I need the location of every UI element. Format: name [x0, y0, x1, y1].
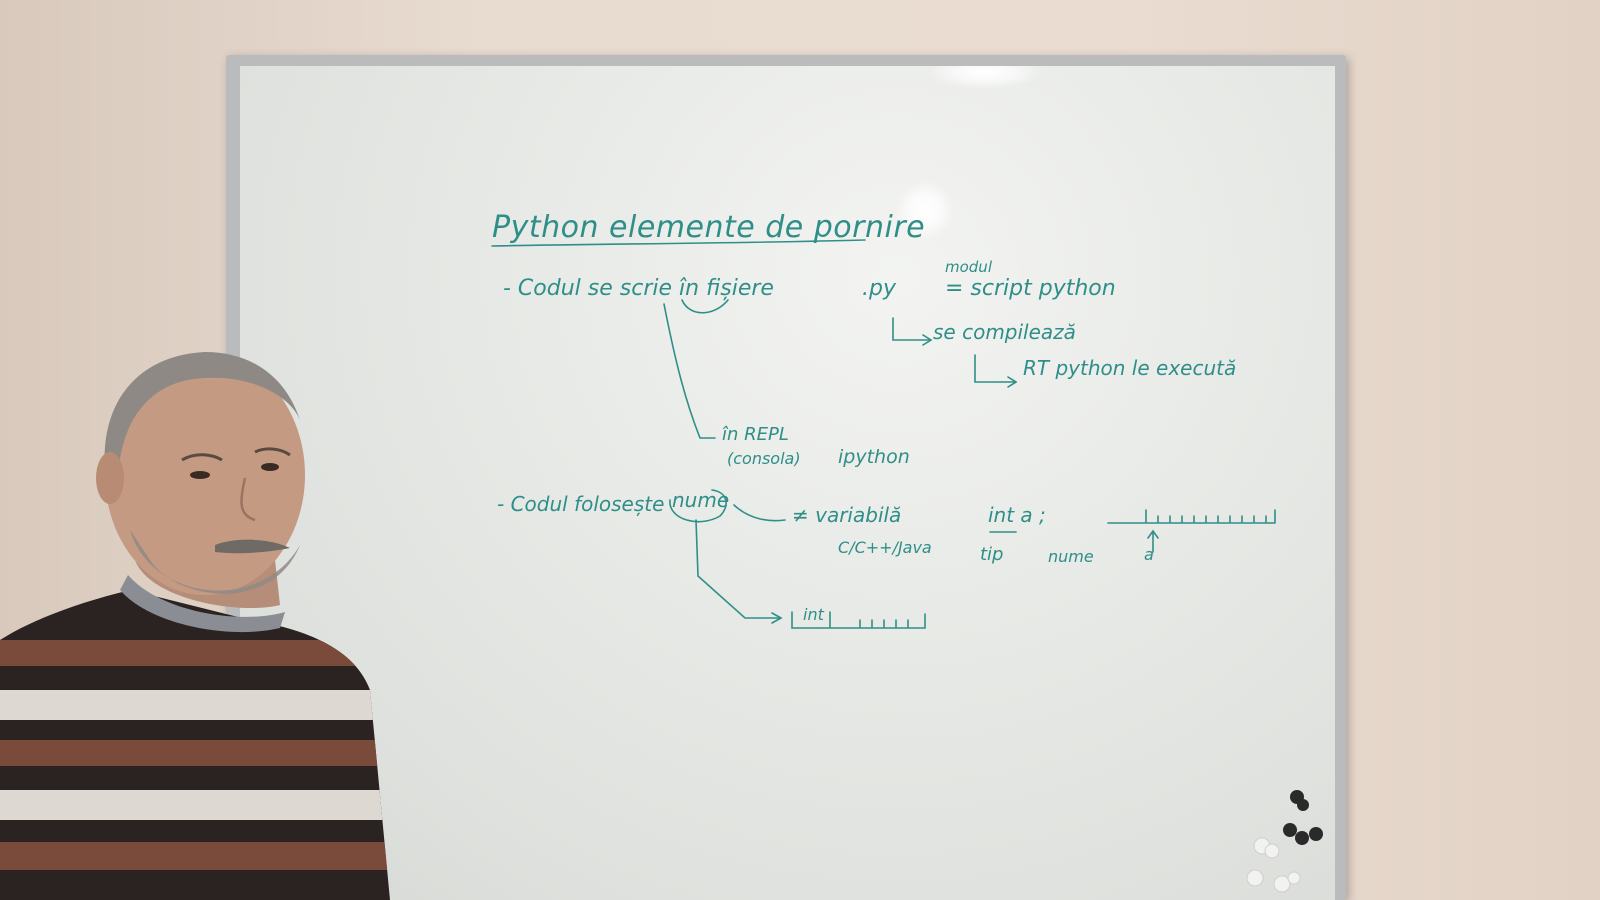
note-line-1: - Codul se scrie în fișiere	[503, 276, 774, 301]
light-glare	[895, 180, 955, 240]
dark-magnets	[1283, 790, 1323, 845]
ear	[96, 452, 124, 504]
note-languages: C/C++/Java	[838, 538, 932, 557]
nose	[240, 477, 256, 522]
arrow-compile-head	[922, 334, 933, 346]
shirt-collar	[120, 575, 285, 633]
curve-se-scrie	[681, 299, 729, 314]
whiteboard-surface	[240, 66, 1335, 900]
hair	[104, 352, 301, 480]
eyebrow-left	[181, 453, 223, 462]
note-ext: .py	[862, 276, 896, 301]
arrow-compile	[892, 317, 931, 341]
note-ipython: ipython	[838, 446, 910, 468]
note-line-2: - Codul folosește	[497, 492, 665, 516]
moustache	[215, 539, 290, 554]
nume-connector	[733, 504, 786, 522]
eyebrow-right	[254, 447, 291, 457]
eye-right	[261, 463, 279, 471]
note-a: a	[1144, 545, 1154, 564]
note-int-box: int	[803, 605, 824, 624]
arrow-rt-head	[1007, 376, 1018, 388]
striped-sweater	[0, 590, 390, 900]
note-repl: în REPL	[722, 424, 789, 445]
note-variabila: ≠ variabilă	[792, 503, 902, 527]
nume-arrow-head	[771, 612, 783, 624]
memory-pointer-arrow	[1147, 529, 1159, 553]
board-title: Python elemente de pornire	[492, 210, 926, 245]
branch-line-repl	[663, 303, 716, 439]
nume-circle	[669, 489, 727, 523]
eye-left	[190, 471, 210, 479]
light-glare	[930, 66, 1040, 88]
arrow-rt	[974, 354, 1016, 383]
memory-strip	[1107, 509, 1276, 524]
note-int-a: int a ;	[988, 503, 1046, 527]
note-consola: (consola)	[727, 449, 801, 468]
nume-down-line	[695, 519, 781, 619]
note-nume-2: nume	[1048, 547, 1094, 566]
int-box-strip	[791, 611, 926, 629]
white-magnets	[1246, 837, 1301, 893]
note-script: = script python	[945, 276, 1116, 301]
note-runtime: RT python le execută	[1023, 356, 1237, 380]
note-modul: modul	[945, 258, 992, 276]
note-compile: se compilează	[933, 320, 1076, 344]
title-underline	[491, 239, 866, 247]
note-tip: tip	[980, 544, 1004, 565]
